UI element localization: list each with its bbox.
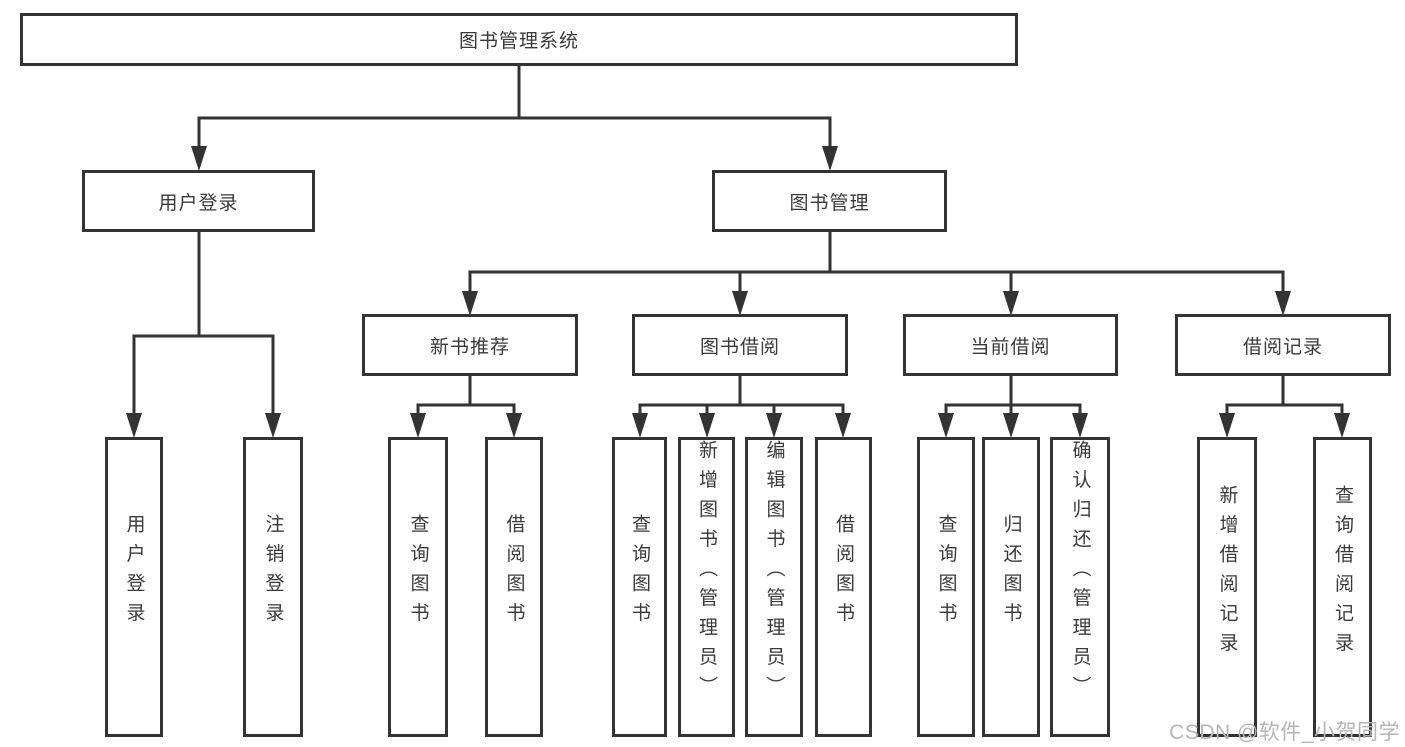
leaf-edit-book-admin-label: 编辑图书（管理员） xyxy=(763,440,785,706)
leaf-query-book-current-label: 查询图书 xyxy=(935,514,957,632)
leaf-add-book-admin: 新增图书（管理员） xyxy=(678,437,735,737)
node-current-borrow: 当前借阅 xyxy=(903,314,1118,376)
leaf-return-book-label: 归还图书 xyxy=(1000,514,1022,632)
leaf-add-book-admin-label: 新增图书（管理员） xyxy=(696,440,717,706)
leaf-logout-label: 注销登录 xyxy=(262,514,284,632)
node-new-book-recommend-label: 新书推荐 xyxy=(429,336,510,358)
leaf-borrow-book: 借阅图书 xyxy=(815,437,872,737)
leaf-confirm-return-admin: 确认归还（管理员） xyxy=(1050,437,1110,737)
node-book-borrow-label: 图书借阅 xyxy=(699,336,780,358)
node-root-label: 图书管理系统 xyxy=(458,31,579,52)
node-borrow-records-label: 借阅记录 xyxy=(1242,336,1323,358)
node-new-book-recommend: 新书推荐 xyxy=(362,314,578,376)
node-user-login: 用户登录 xyxy=(82,170,315,232)
leaf-query-borrow-record: 查询借阅记录 xyxy=(1313,437,1372,737)
leaf-logout: 注销登录 xyxy=(243,437,303,737)
leaf-query-book-recommend: 查询图书 xyxy=(388,437,448,737)
leaf-borrow-book-recommend: 借阅图书 xyxy=(485,437,543,737)
leaf-confirm-return-admin-label: 确认归还（管理员） xyxy=(1069,440,1091,706)
leaf-return-book: 归还图书 xyxy=(982,437,1040,737)
leaf-user-login: 用户登录 xyxy=(105,437,163,737)
leaf-borrow-book-label: 借阅图书 xyxy=(833,514,854,632)
leaf-add-borrow-record-label: 新增借阅记录 xyxy=(1216,484,1238,662)
leaf-add-borrow-record: 新增借阅记录 xyxy=(1197,437,1257,737)
node-borrow-records: 借阅记录 xyxy=(1175,314,1391,376)
node-book-management-label: 图书管理 xyxy=(789,192,870,214)
leaf-query-book-borrow: 查询图书 xyxy=(612,437,667,737)
node-book-borrow: 图书借阅 xyxy=(632,314,848,376)
leaf-query-book-current: 查询图书 xyxy=(917,437,975,737)
leaf-query-borrow-record-label: 查询借阅记录 xyxy=(1332,484,1353,662)
node-current-borrow-label: 当前借阅 xyxy=(970,336,1051,358)
leaf-user-login-label: 用户登录 xyxy=(123,514,145,632)
leaf-query-book-borrow-label: 查询图书 xyxy=(629,514,650,632)
leaf-query-book-recommend-label: 查询图书 xyxy=(407,514,429,632)
leaf-edit-book-admin: 编辑图书（管理员） xyxy=(745,437,803,737)
csdn-watermark: CSDN @软件_小贺同学 xyxy=(1169,721,1400,744)
leaf-borrow-book-recommend-label: 借阅图书 xyxy=(503,514,525,632)
node-user-login-label: 用户登录 xyxy=(158,192,239,214)
node-book-management: 图书管理 xyxy=(712,170,947,232)
node-root: 图书管理系统 xyxy=(20,13,1018,66)
